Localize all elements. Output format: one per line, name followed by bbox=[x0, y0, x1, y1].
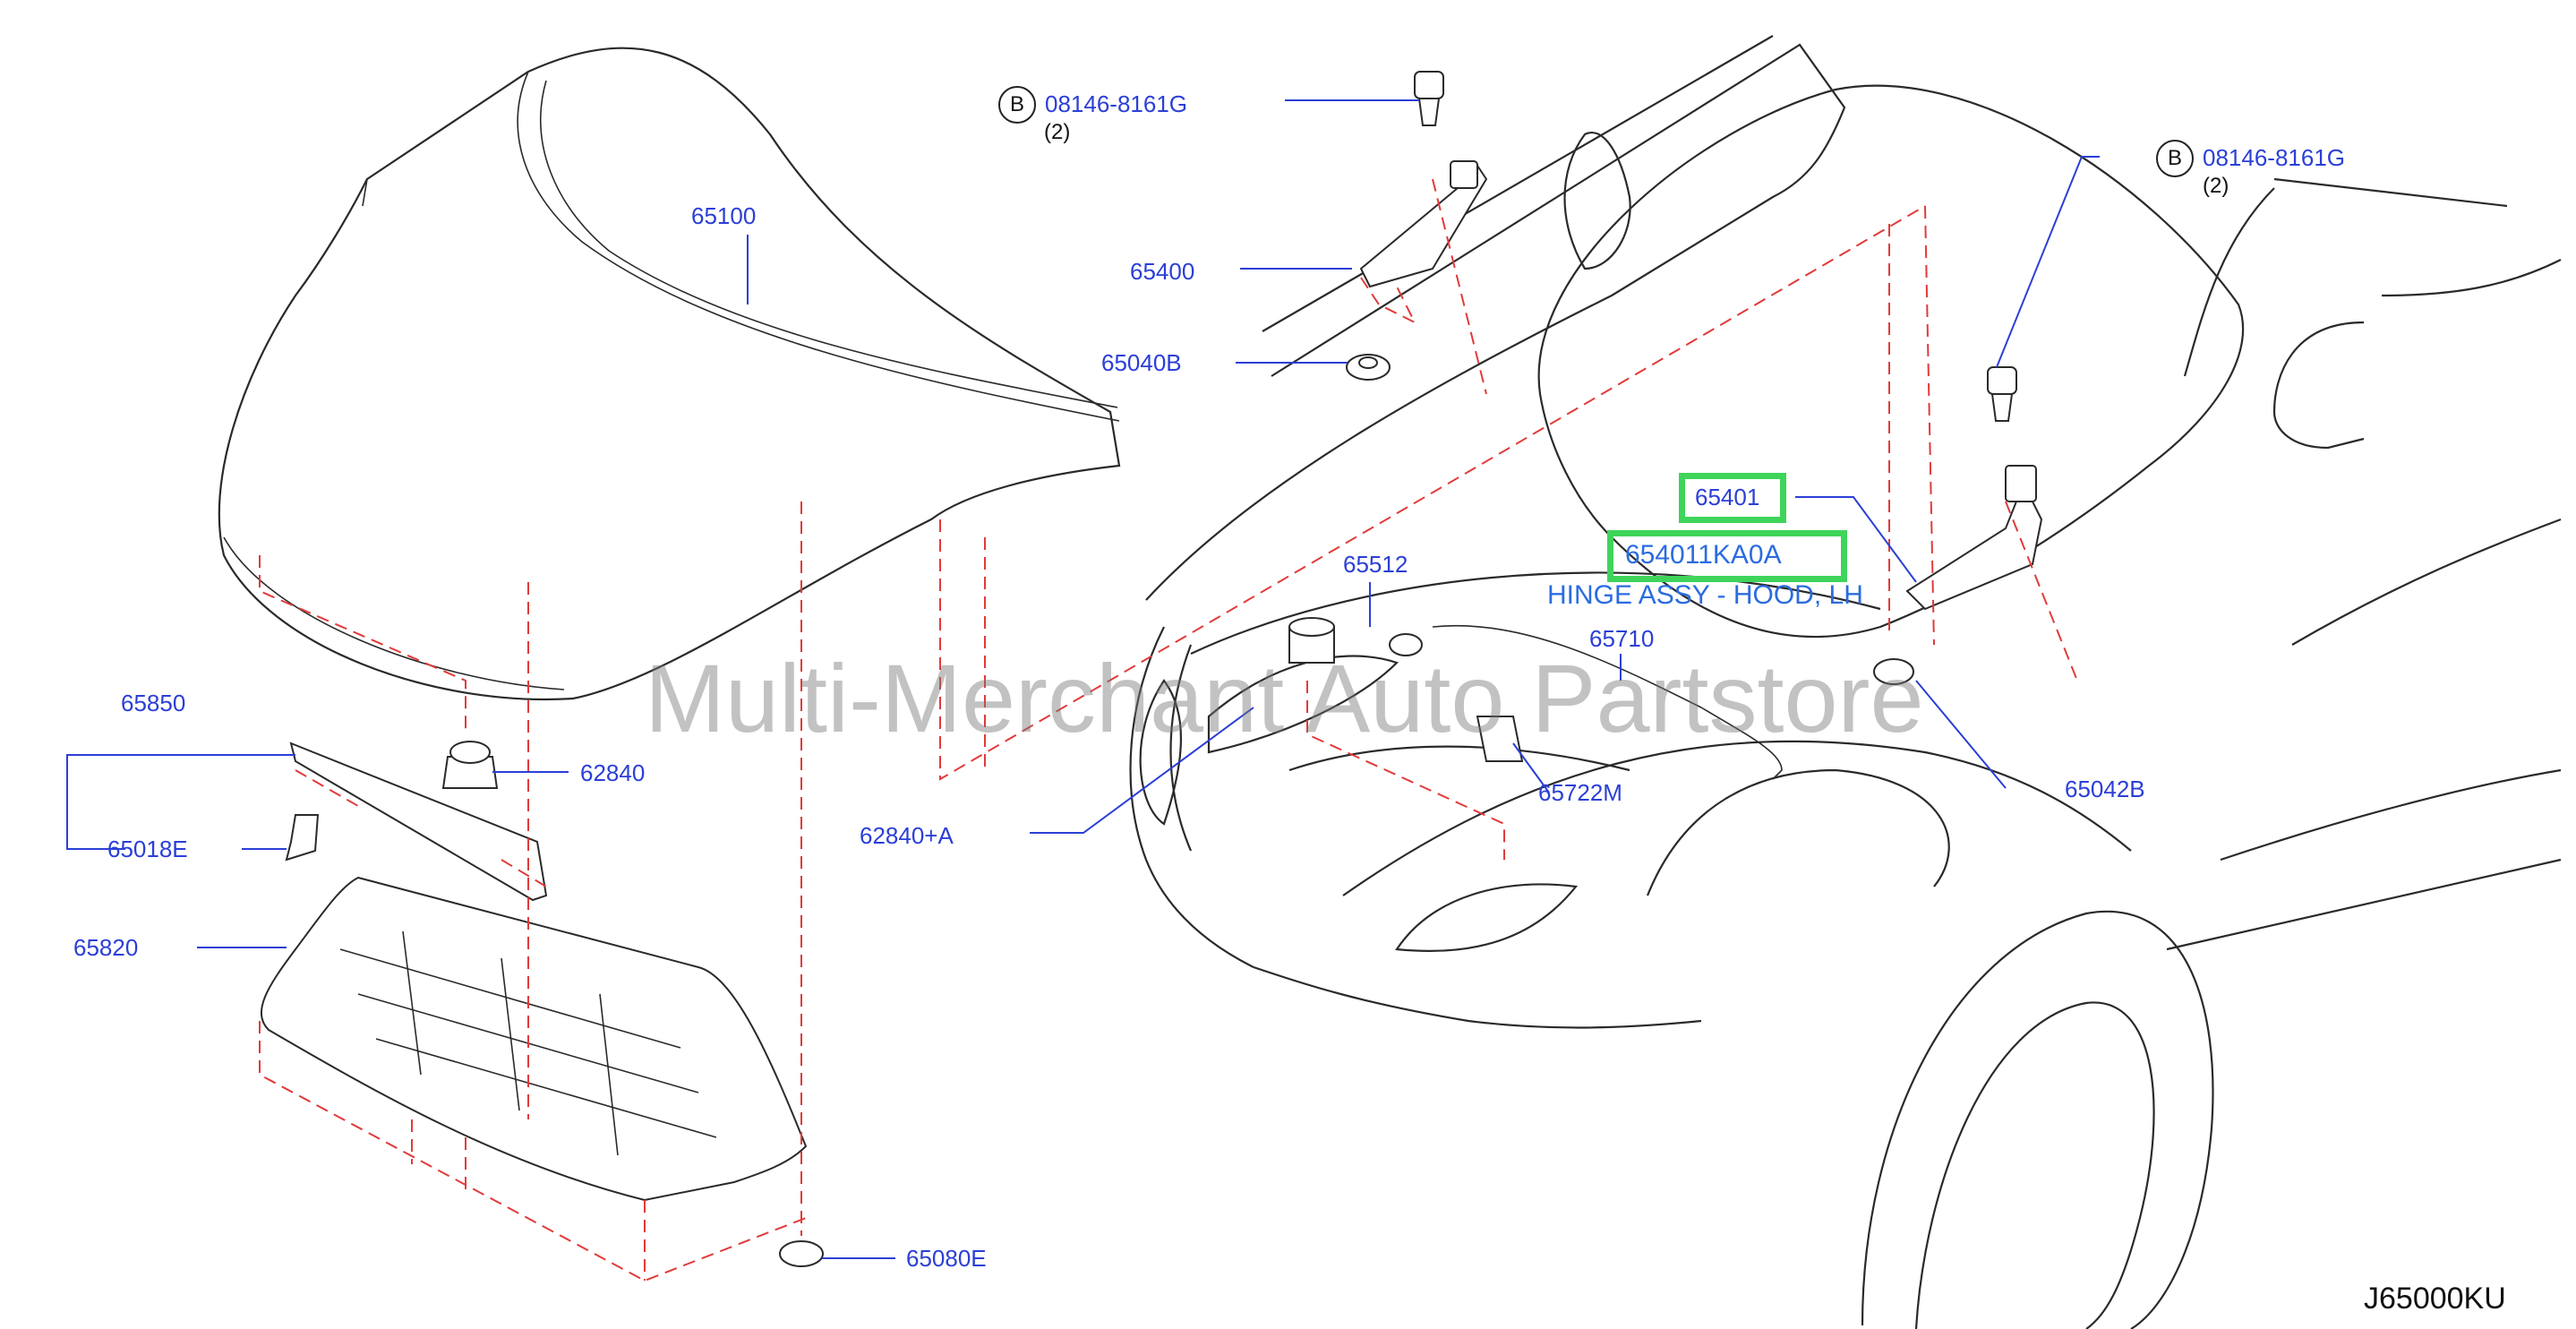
bolt-part-2[interactable]: 08146-8161G bbox=[2203, 144, 2346, 171]
callout-62840a[interactable]: 62840+A bbox=[860, 822, 954, 849]
bolt-qty-2: (2) bbox=[2203, 174, 2229, 198]
callout-65820[interactable]: 65820 bbox=[73, 934, 139, 961]
bolt-qty-1: (2) bbox=[1044, 120, 1071, 144]
hood-insulator bbox=[260, 876, 808, 1202]
callout-65400[interactable]: 65400 bbox=[1130, 258, 1195, 285]
callout-65850[interactable]: 65850 bbox=[121, 690, 186, 716]
diagram-code: J65000KU bbox=[2364, 1282, 2506, 1316]
leader-lines bbox=[66, 99, 2100, 1259]
callout-65512[interactable]: 65512 bbox=[1343, 551, 1408, 578]
callout-65080e[interactable]: 65080E bbox=[906, 1245, 987, 1272]
hood-panel bbox=[218, 47, 1121, 700]
highlight-oem-number[interactable]: 654011KA0A bbox=[1625, 540, 1782, 570]
hinge-lh bbox=[1905, 366, 2043, 611]
small-parts bbox=[285, 354, 1914, 1267]
vehicle-outline bbox=[1129, 35, 2562, 1329]
bolt-part-1[interactable]: 08146-8161G bbox=[1045, 90, 1188, 117]
hinge-rh bbox=[1359, 71, 1488, 288]
highlight-box-part-number bbox=[1679, 473, 1786, 523]
callout-65710[interactable]: 65710 bbox=[1589, 625, 1655, 652]
highlight-description: HINGE ASSY - HOOD, LH bbox=[1547, 580, 1863, 610]
bolt-marker-b-2: B bbox=[2156, 140, 2194, 177]
bolt-marker-b-1: B bbox=[998, 86, 1036, 124]
highlight-box-oem-number bbox=[1607, 530, 1847, 582]
highlight-part-number[interactable]: 65401 bbox=[1695, 484, 1760, 510]
watermark-text: Multi-Merchant Auto Partstore bbox=[645, 644, 1924, 752]
callout-62840[interactable]: 62840 bbox=[580, 759, 646, 786]
assembly-lines bbox=[259, 178, 2078, 1282]
callout-65042b[interactable]: 65042B bbox=[2065, 776, 2145, 802]
callout-65722m[interactable]: 65722M bbox=[1538, 779, 1622, 806]
callout-65100[interactable]: 65100 bbox=[691, 202, 757, 229]
callout-65018e[interactable]: 65018E bbox=[107, 836, 188, 862]
callout-65040b[interactable]: 65040B bbox=[1101, 349, 1182, 376]
